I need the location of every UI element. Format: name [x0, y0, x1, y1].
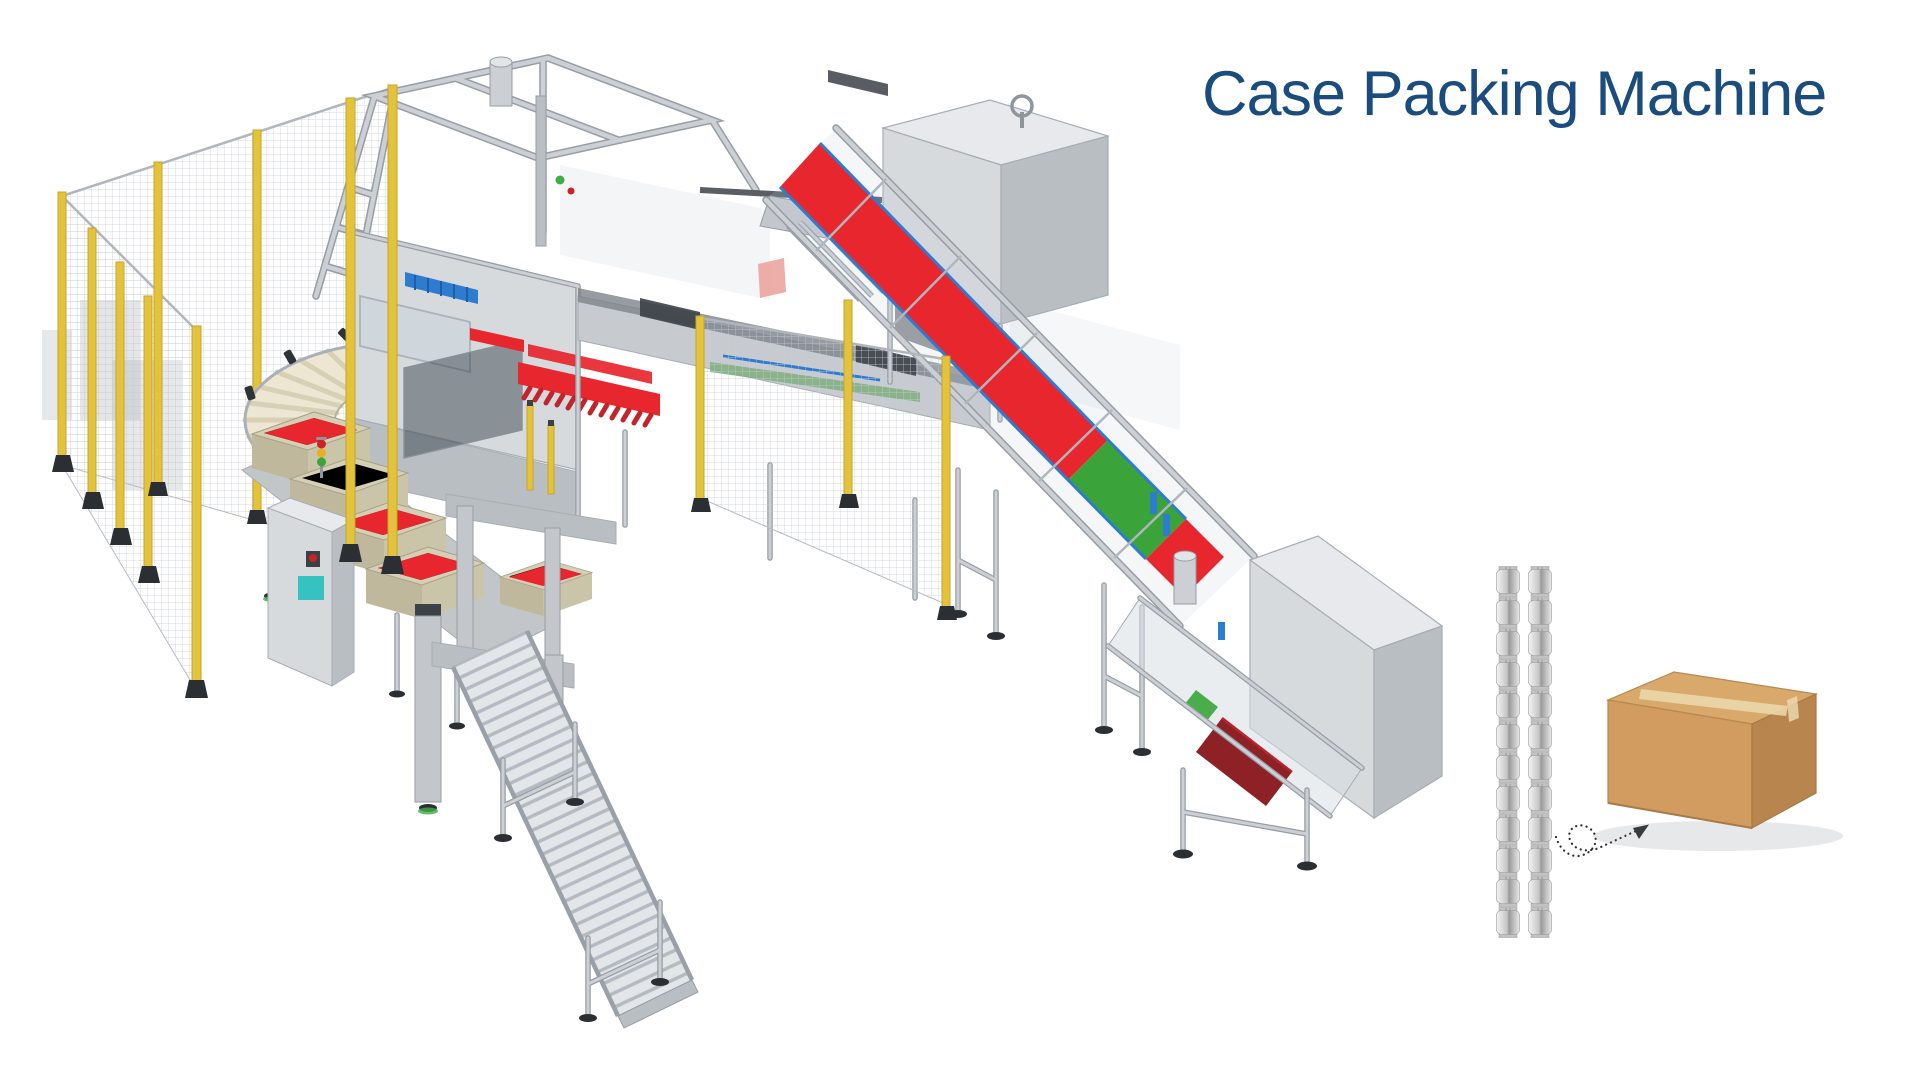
pneumatic-cylinder	[489, 56, 513, 107]
pink-panel	[758, 258, 786, 298]
pick-place-gantry	[312, 54, 888, 310]
gripper-sensor-red	[567, 187, 575, 195]
center-guard-fence	[691, 299, 957, 620]
fence-posts-front	[339, 84, 404, 574]
bin-1-product	[264, 418, 357, 445]
arrow-head	[1633, 824, 1649, 839]
light-curtain-posts	[526, 400, 555, 495]
red-flight-row-front	[518, 362, 660, 416]
estop-button	[309, 554, 317, 562]
outfeed-legs	[494, 721, 669, 1022]
blue-roller-unit	[405, 272, 478, 304]
fence-post-feet	[52, 455, 267, 698]
station-column-1	[456, 505, 474, 665]
flow-arrow	[1554, 824, 1649, 858]
bin-3-product	[340, 508, 433, 535]
backdrop-panels	[560, 165, 1180, 430]
signal-tower	[316, 437, 327, 478]
station-upper-beam	[445, 493, 617, 545]
outfeed-rollers	[453, 631, 692, 1016]
lower-belt-dark-red	[1196, 718, 1292, 806]
bed-module-dark-1	[640, 298, 700, 330]
column-cap	[415, 604, 441, 616]
red-flight-row-back	[528, 344, 652, 384]
gripper-sensor-green	[555, 175, 565, 185]
machine-dark-window	[403, 339, 523, 459]
box-bottom-edge	[1607, 802, 1753, 829]
box-shadow	[1593, 821, 1843, 851]
incline-belt-red-upper	[780, 143, 1108, 480]
z-axis-rail	[535, 95, 547, 247]
lower-sensor-blue	[1218, 622, 1225, 640]
station-column-2	[544, 527, 561, 671]
outfeed-roller-conveyor	[450, 630, 699, 1029]
box-tape-tab	[1787, 696, 1799, 722]
infeed-bin-line	[241, 411, 593, 730]
arrow-dotted-path	[1554, 824, 1640, 858]
teal-label	[298, 576, 324, 600]
lower-conveyor-legs	[1173, 767, 1317, 871]
incline-belt-green	[1068, 440, 1186, 559]
drive-motor	[1173, 550, 1197, 605]
pouch-strip-left	[1497, 567, 1520, 938]
incline-crossbars	[815, 178, 1188, 559]
control-cabinet	[266, 497, 356, 687]
belt-edge-rails-blue	[778, 141, 1188, 561]
red-flight-row-upper	[470, 328, 524, 352]
pouch-strips	[1497, 567, 1552, 938]
lower-belt-green	[1184, 690, 1218, 722]
shipping-box	[1593, 671, 1843, 851]
incline-sensor-blue-2	[1163, 514, 1170, 536]
lower-transfer-conveyor	[1105, 595, 1365, 871]
tower-crank-handle	[1010, 94, 1034, 128]
top-beam-dark	[828, 70, 888, 96]
incline-legs	[949, 467, 1151, 756]
station-column-3	[414, 615, 442, 803]
outfeed-end-stop	[617, 979, 699, 1029]
tower-side	[1000, 135, 1109, 325]
incline-sensor-blue-1	[1150, 492, 1157, 514]
pouch-strip-right	[1529, 567, 1552, 938]
incline-conveyor	[762, 124, 1258, 756]
page-title: Case Packing Machine	[1202, 59, 1827, 129]
box-tape-strip	[1639, 689, 1788, 716]
